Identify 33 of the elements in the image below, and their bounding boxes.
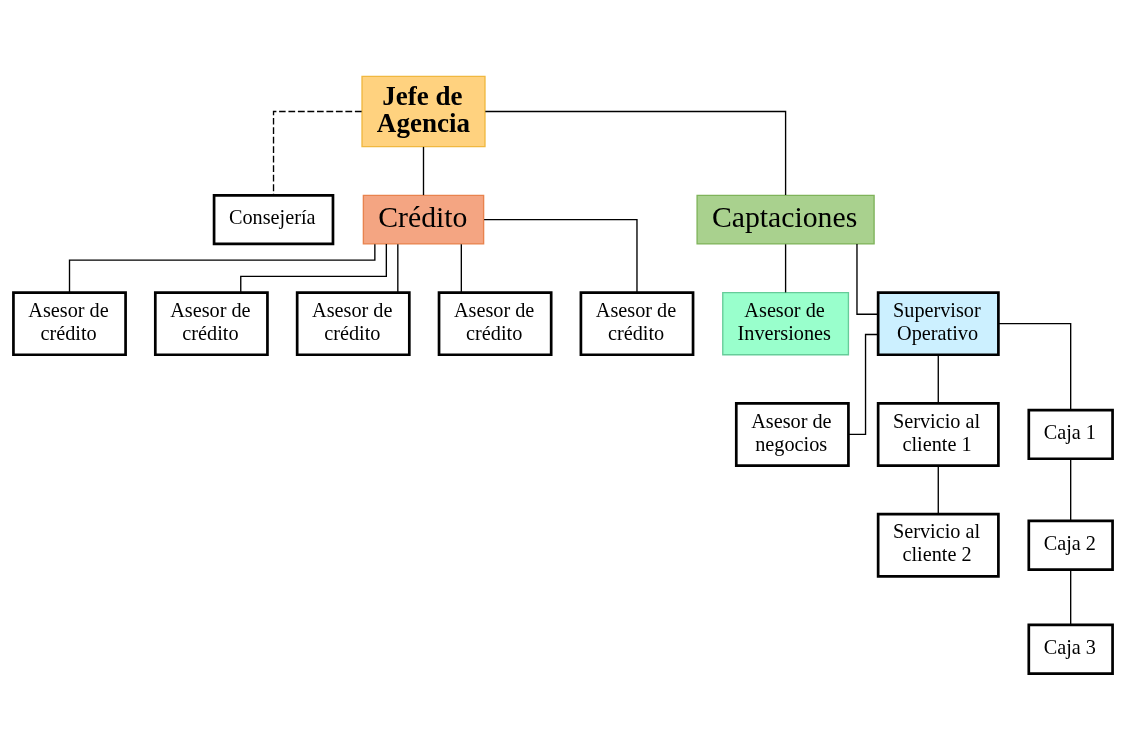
node-box: Crédito (362, 194, 485, 245)
connector (483, 218, 638, 293)
node-box: Caja 2 (1027, 519, 1114, 571)
connector (937, 464, 939, 515)
connector (240, 242, 387, 293)
node-box: Servicio al cliente 1 (876, 401, 1000, 467)
connector (422, 145, 425, 196)
connector (998, 322, 1072, 411)
node-box: Asesor de crédito (12, 290, 127, 356)
connector (397, 243, 399, 293)
node-box: Asesor de crédito (153, 290, 269, 356)
connector (856, 242, 879, 315)
connector (1070, 457, 1072, 521)
node-box: Jefe de Agencia (361, 75, 486, 147)
node-box: Asesor de negocios (734, 401, 850, 467)
connector (784, 243, 787, 293)
connector (460, 243, 462, 293)
connector (68, 242, 376, 293)
node-box: Supervisor Operativo (876, 290, 1000, 356)
connector (272, 110, 363, 196)
node-box: Asesor de Inversiones (722, 291, 850, 355)
node-box: Asesor de crédito (295, 290, 411, 356)
node-box: Servicio al cliente 2 (876, 512, 1000, 578)
connector (847, 333, 879, 435)
node-box: Consejería (212, 193, 335, 245)
node-box: Asesor de crédito (579, 290, 695, 356)
node-box: Caja 1 (1027, 408, 1114, 460)
connector (937, 353, 939, 404)
node-box: Asesor de crédito (437, 290, 553, 356)
node-box: Caja 3 (1027, 623, 1114, 675)
connector (484, 110, 787, 196)
connector (1070, 568, 1072, 625)
node-box: Captaciones (696, 194, 875, 245)
